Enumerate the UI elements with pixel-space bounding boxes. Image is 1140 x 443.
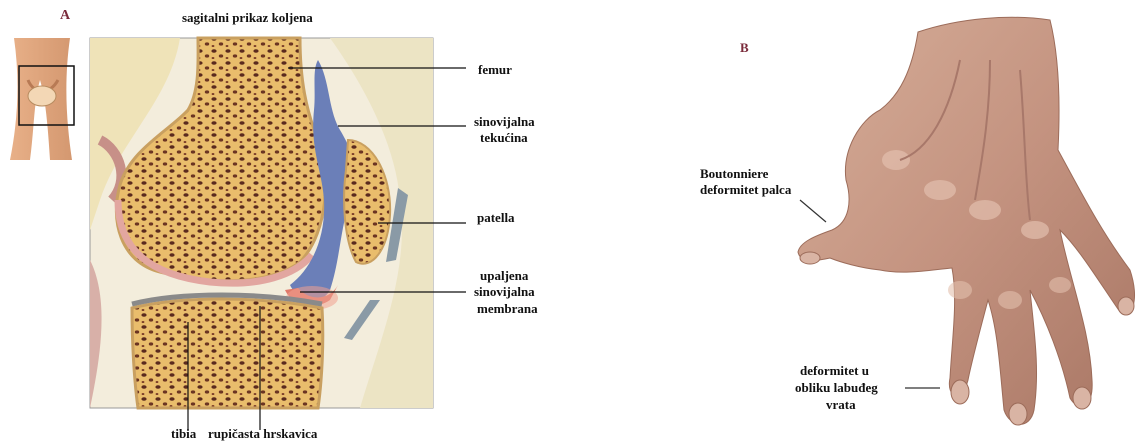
tibia-bone	[132, 299, 323, 408]
label-swan-line1: deformitet u	[800, 363, 869, 378]
label-boutonniere-line1: Boutonniere	[700, 166, 768, 181]
label-membrane-line3: membrana	[477, 301, 538, 316]
label-cartilage: rupičasta hrskavica	[208, 426, 317, 441]
label-femur: femur	[478, 62, 512, 77]
label-tibia: tibia	[171, 426, 196, 441]
label-synovial-fluid-line2: tekućina	[480, 130, 528, 145]
panel-b-letter: B	[740, 40, 749, 56]
label-patella: patella	[477, 210, 515, 225]
label-synovial-fluid-line1: sinovijalna	[474, 114, 535, 129]
label-boutonniere-line2: deformitet palca	[700, 182, 791, 197]
label-membrane-line2: sinovijalna	[474, 284, 535, 299]
label-swan-line2: obliku labuđeg	[795, 380, 878, 395]
leg-thumbnail	[10, 38, 74, 160]
label-membrane-line1: upaljena	[480, 268, 528, 283]
label-swan-line3: vrata	[826, 397, 856, 412]
